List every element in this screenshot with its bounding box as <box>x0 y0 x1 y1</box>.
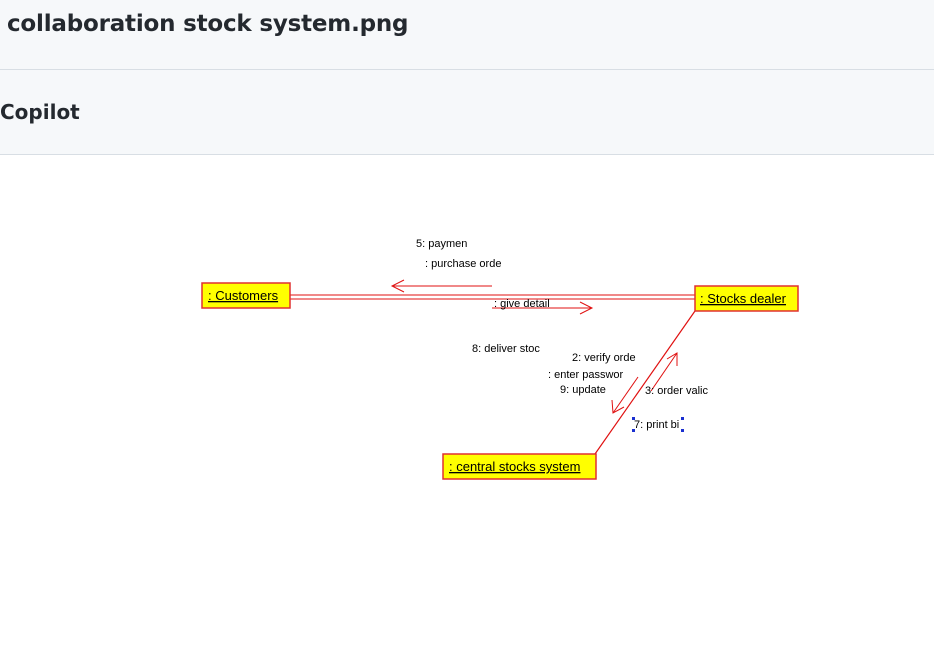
collaboration-diagram: : Customers : Stocks dealer : central st… <box>201 238 799 480</box>
object-customers: : Customers <box>201 282 291 309</box>
msg-order-valid: 3: order valic <box>645 385 708 397</box>
msg-deliver-stock: 8: deliver stoc <box>472 343 540 355</box>
object-central-stocks-system: : central stocks system <box>442 453 597 480</box>
arrow-to-central <box>611 376 639 414</box>
msg-verify-order: 2: verify orde <box>572 352 636 364</box>
file-header: collaboration stock system.png <box>0 0 934 70</box>
arrow-to-customers <box>390 279 492 293</box>
msg-enter-password: : enter passwor <box>548 369 624 381</box>
arrow-to-dealer <box>492 301 594 315</box>
image-viewer: : Customers : Stocks dealer : central st… <box>0 155 934 656</box>
msg-print-bill: 7: print bi <box>634 419 679 431</box>
msg-payment: 5: paymen <box>416 238 467 250</box>
svg-text:: Customers: : Customers <box>208 288 279 303</box>
msg-update: 9: update <box>560 384 606 396</box>
msg-give-detail: : give detail <box>494 298 550 310</box>
selection-handle-icon <box>681 429 684 432</box>
selection-handle-icon <box>681 417 684 420</box>
arrow-to-dealer-from-central <box>650 352 678 392</box>
copilot-label: Copilot <box>0 100 80 124</box>
svg-text:: Stocks dealer: : Stocks dealer <box>700 291 787 306</box>
object-stocks-dealer: : Stocks dealer <box>694 285 799 312</box>
file-title: collaboration stock system.png <box>7 11 409 37</box>
selection-handle-icon <box>632 417 635 420</box>
link-dealer-central <box>594 310 696 455</box>
selection-handle-icon <box>632 429 635 432</box>
copilot-panel-header[interactable]: Copilot <box>0 70 934 155</box>
msg-purchase-order: : purchase orde <box>425 258 501 270</box>
svg-text:: central stocks system: : central stocks system <box>449 459 580 474</box>
